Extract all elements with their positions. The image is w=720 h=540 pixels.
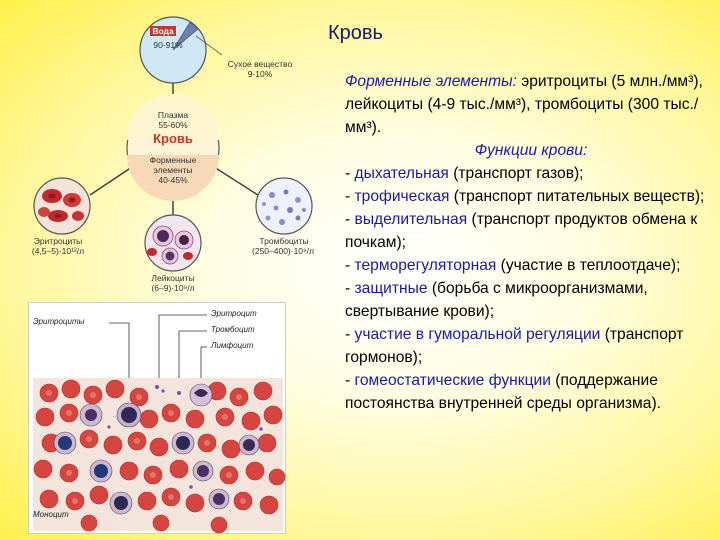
formed-elements-percent: 40-45% xyxy=(158,175,188,185)
erythrocytes-circle xyxy=(33,177,91,235)
platelets-count: (250–400)·10⁹/л xyxy=(252,246,314,256)
function-term: терморегуляторная xyxy=(354,257,497,274)
function-item: - дыхательная (транспорт газов); xyxy=(345,165,584,182)
blood-composition-diagram: Вода 90-91% Сухое вещество 9-10% Плазма … xyxy=(0,0,320,300)
function-term: гомеостатические функции xyxy=(354,372,551,389)
function-item: - защитные (борьба с микроорганизмами, с… xyxy=(345,280,648,320)
formed-elements-label-2: элементы xyxy=(153,165,193,175)
erythrocytes-label: Эритроциты xyxy=(33,236,83,246)
function-item: - трофическая (транспорт питательных вещ… xyxy=(345,188,705,205)
diagram-svg xyxy=(33,16,313,272)
function-term: дыхательная xyxy=(354,165,449,182)
leukocytes-circle xyxy=(144,214,202,272)
slide-title: Кровь xyxy=(328,22,383,44)
formed-elements-label-1: Форменные xyxy=(149,155,197,165)
micrograph-label-erythrocyte: Эритроцит xyxy=(211,309,257,318)
connector-erythrocytes xyxy=(89,164,136,196)
leukocytes-label: Лейкоциты xyxy=(151,273,195,283)
platelets-circle xyxy=(255,177,313,235)
function-term: участие в гуморальной регуляции xyxy=(354,326,601,343)
micrograph-label-platelet: Тромбоцит xyxy=(211,325,255,334)
micrograph-label-erythrocytes: Эритроциты xyxy=(33,317,85,326)
function-term: трофическая xyxy=(354,188,450,205)
function-item: - участие в гуморальной регуляции (транс… xyxy=(345,326,684,366)
dry-matter-pointer xyxy=(195,35,223,56)
connector-platelets xyxy=(210,164,259,196)
functions-heading-line: Функции крови: xyxy=(345,139,717,162)
blood-description-text: Форменные элементы: эритроциты (5 млн./м… xyxy=(345,70,717,415)
function-term: защитные xyxy=(354,280,428,297)
formed-elements-values: эритроциты (5 млн./мм³), лейкоциты (4-9 … xyxy=(345,73,703,136)
micrograph-label-monocyte: Моноцит xyxy=(33,510,69,519)
plasma-label: Плазма xyxy=(157,110,189,120)
dry-matter-label: Сухое вещество xyxy=(227,59,293,69)
platelets-label: Тромбоциты xyxy=(259,236,309,246)
function-term: выделительная xyxy=(354,211,468,228)
formed-elements-paragraph: Форменные элементы: эритроциты (5 млн./м… xyxy=(345,70,717,139)
function-item: - терморегуляторная (участие в теплоотда… xyxy=(345,257,681,274)
function-item: - выделительная (транспорт продуктов обм… xyxy=(345,211,698,251)
blood-central-circle xyxy=(126,94,220,201)
micrograph-label-lymphocyte: Лимфоцит xyxy=(211,341,254,350)
blood-label: Кровь xyxy=(153,131,193,146)
water-label: Вода xyxy=(150,26,176,36)
function-item: - гомеостатические функции (поддержание … xyxy=(345,372,661,412)
water-percent: 90-91% xyxy=(153,40,183,50)
functions-heading: Функции крови: xyxy=(474,142,588,159)
micrograph-svg xyxy=(33,314,286,534)
leukocytes-cluster xyxy=(53,383,260,515)
platelets-cluster xyxy=(107,385,263,489)
plasma-percent: 55-60% xyxy=(158,120,188,130)
erythrocytes-count: (4,5–5)·10¹²/л xyxy=(31,246,85,256)
formed-elements-intro: Форменные элементы: xyxy=(345,73,517,90)
blood-smear-micrograph: Эритроциты Эритроцит Тромбоцит Лимфоцит … xyxy=(28,302,286,534)
leukocytes-count: (6–9)·10⁹/л xyxy=(151,283,195,293)
dry-matter-percent: 9-10% xyxy=(247,69,273,79)
